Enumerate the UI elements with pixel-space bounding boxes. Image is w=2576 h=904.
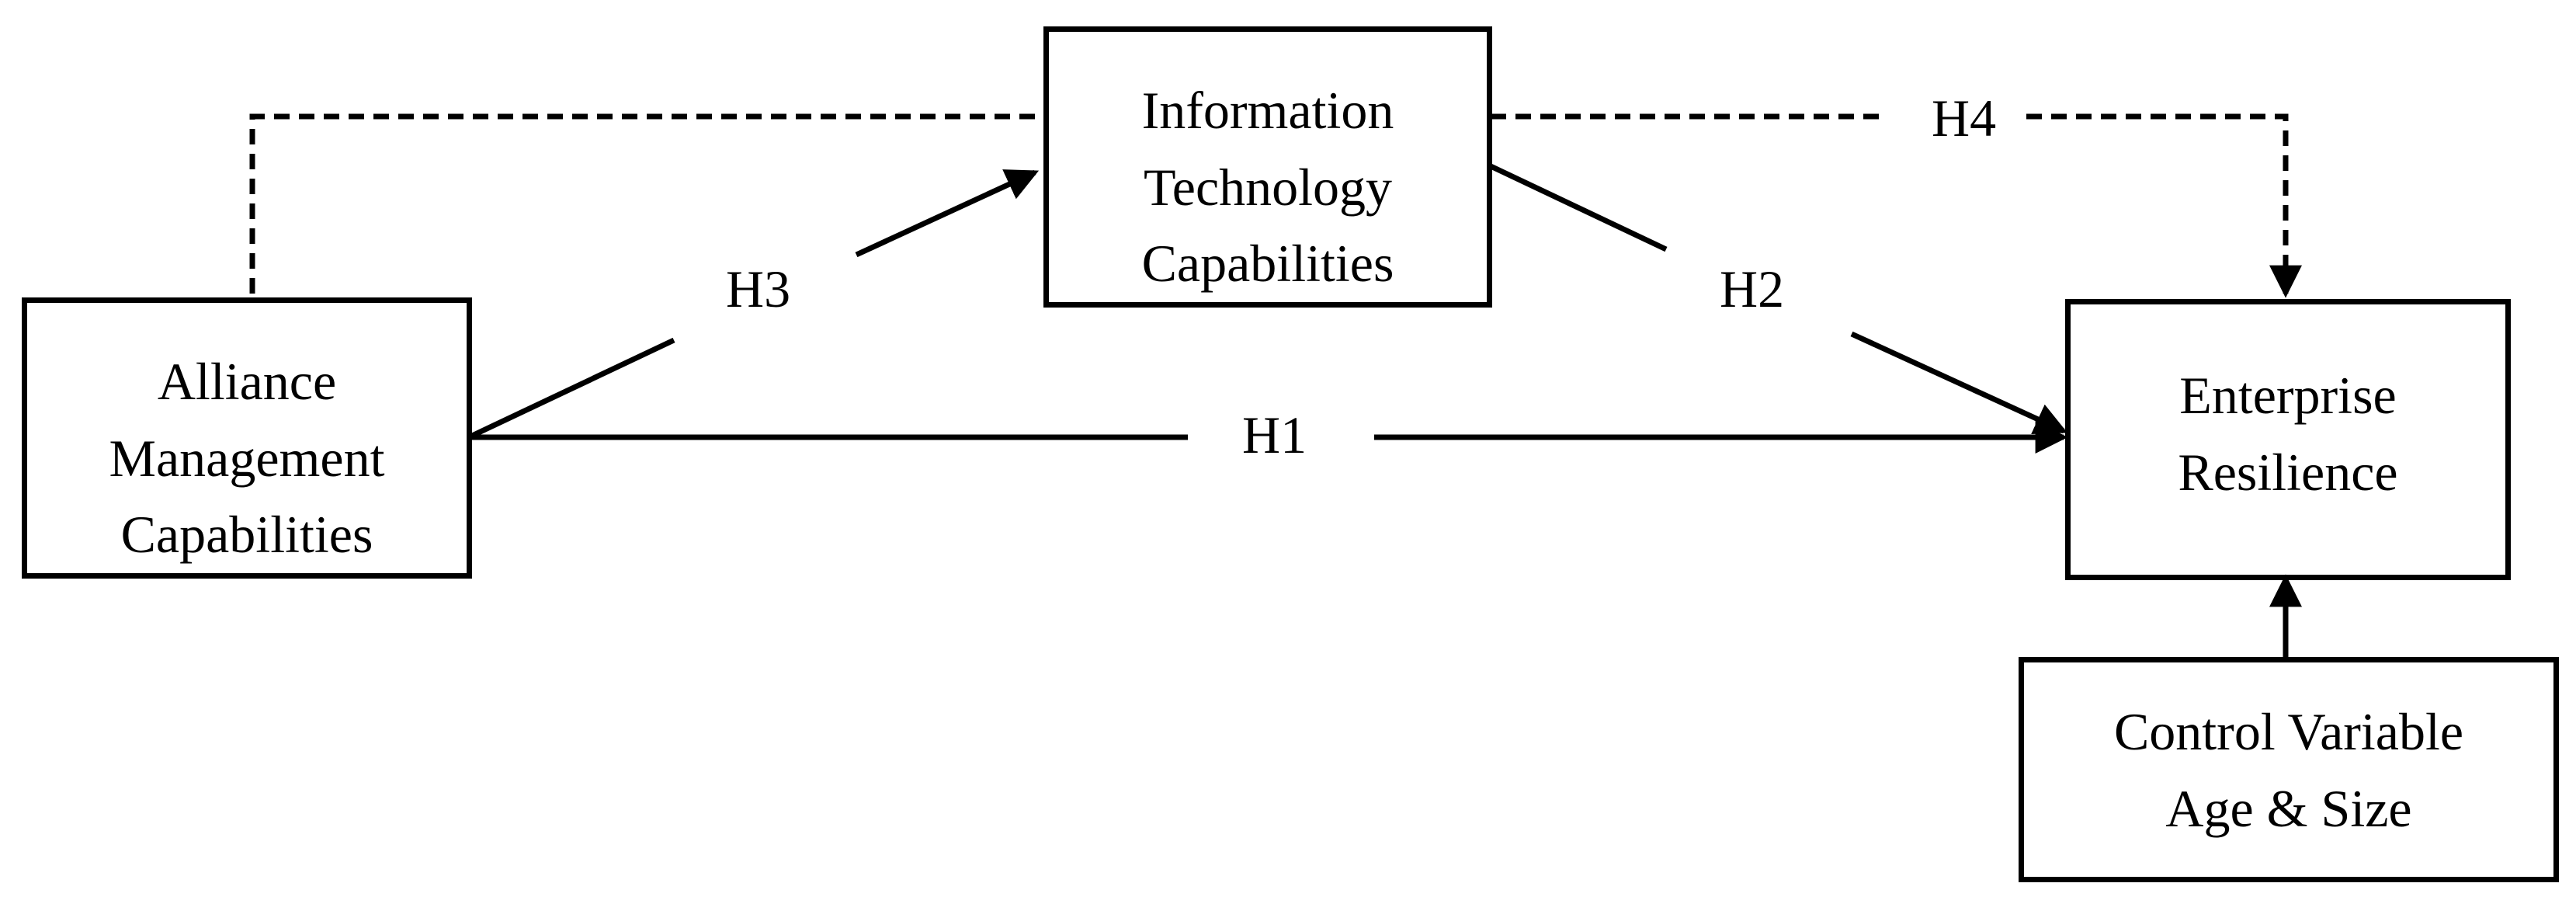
control-variable-box: Control Variable Age & Size — [2019, 657, 2559, 882]
alliance-management-capabilities-box: Alliance Management Capabilities — [22, 297, 472, 579]
h4-dashed-left-segment — [249, 113, 1040, 294]
h2-line-segment — [1488, 162, 1668, 252]
h4-arrow — [2026, 113, 2302, 298]
alliance-box-line-2: Management — [109, 428, 385, 488]
it-box-line-1: Information — [1141, 81, 1394, 140]
alliance-box-line-1: Alliance — [157, 352, 337, 411]
h3-label: H3 — [726, 259, 791, 318]
h2-arrow — [1850, 331, 2068, 434]
h1-label: H1 — [1242, 405, 1307, 464]
resilience-box-line-1: Enterprise — [2179, 366, 2397, 425]
h2-label: H2 — [1720, 259, 1785, 318]
it-box-line-3: Capabilities — [1141, 234, 1394, 294]
enterprise-resilience-box: Enterprise Resilience — [2065, 299, 2511, 580]
resilience-box-line-2: Resilience — [2178, 442, 2398, 502]
alliance-box-line-3: Capabilities — [120, 505, 373, 565]
h3-arrow — [855, 169, 1040, 258]
control-box-line-2: Age & Size — [2165, 778, 2412, 838]
it-box-line-2: Technology — [1143, 157, 1393, 217]
h4-label: H4 — [1932, 89, 1997, 148]
information-technology-capabilities-box: Information Technology Capabilities — [1043, 26, 1492, 308]
h3-line-segment — [469, 337, 675, 440]
control-box-line-1: Control Variable — [2113, 702, 2464, 761]
